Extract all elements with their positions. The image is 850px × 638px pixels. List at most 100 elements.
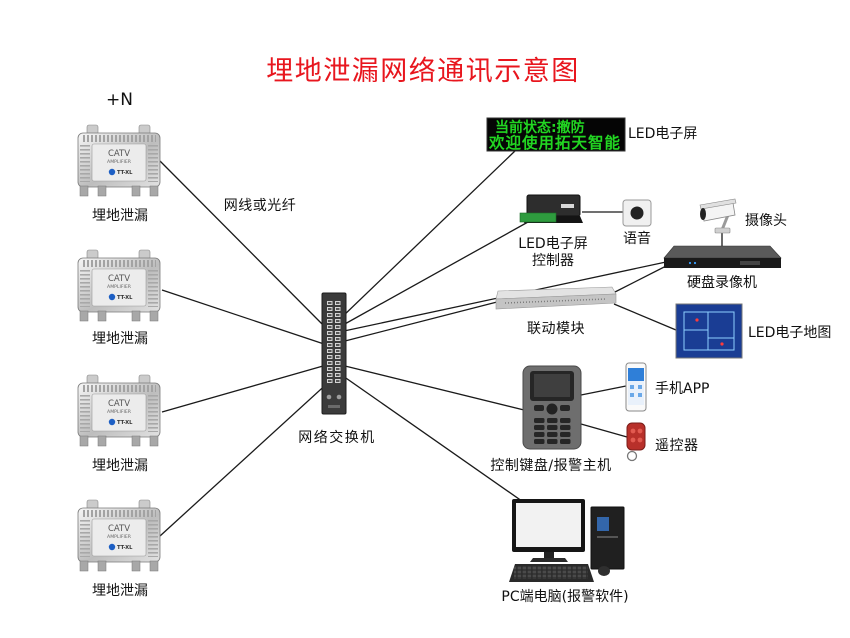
device-brand-text: CATV: [108, 399, 130, 409]
monitor-base: [530, 558, 568, 562]
host-screen: [534, 374, 570, 397]
camera-mount: [714, 227, 731, 234]
sensor-device-3: CATV AMPLIFIER TT-XL: [77, 374, 161, 447]
link-switch-linkage-module: [344, 301, 498, 342]
side-ribs: [80, 394, 90, 432]
device-brand-text: CATV: [108, 524, 130, 534]
speaker-cone: [630, 206, 644, 220]
cable-connector: [79, 560, 89, 572]
link-sensor-2-switch: [161, 289, 331, 347]
cable-connector: [97, 310, 107, 322]
cable-connector: [131, 310, 141, 322]
alarm-point: [720, 342, 724, 346]
device-model-text: AMPLIFIER: [107, 159, 132, 165]
device-brand-text: CATV: [108, 274, 130, 284]
led-screen-panel: [486, 117, 626, 152]
mouse: [598, 566, 610, 576]
sensor-label-3: 埋地泄漏: [92, 458, 148, 474]
keypad: [533, 417, 572, 445]
logo-icon: [108, 293, 116, 301]
side-ribs: [148, 144, 158, 182]
alarm-host: [522, 365, 582, 450]
app-icon: [638, 385, 642, 389]
link-linkage-led-map: [613, 303, 677, 331]
led-display-line-1: 当前状态:撤防: [495, 119, 585, 136]
camera-sunshield: [699, 198, 737, 210]
cable-label: 网线或光纤: [224, 198, 297, 214]
sensor-count-label: +N: [106, 90, 133, 110]
camera-lens: [700, 208, 706, 220]
nav-button: [546, 403, 558, 415]
led-map-panel: [675, 303, 743, 359]
link-linkage-dvr: [612, 261, 675, 294]
dvr-display: [740, 261, 760, 265]
side-ribs: [148, 394, 158, 432]
connection-lines: [159, 149, 723, 537]
keyboard-keys: [514, 566, 588, 579]
cable-connector: [131, 435, 141, 447]
remote-button: [630, 428, 636, 434]
network-switch: [321, 292, 347, 415]
linkage-module: [495, 286, 617, 310]
sensor-label-2: 埋地泄漏: [92, 331, 148, 347]
app-icon: [630, 385, 634, 389]
function-key: [560, 405, 570, 411]
link-switch-pc: [342, 375, 550, 521]
cooling-fins: [82, 385, 156, 392]
camera-bracket: [720, 214, 730, 231]
dvr-top: [663, 245, 782, 259]
mobile-app-label: 手机APP: [655, 381, 709, 397]
remote-button: [637, 437, 643, 443]
diagram-title: 埋地泄漏网络通讯示意图: [266, 56, 580, 87]
cable-connector: [149, 185, 159, 197]
monitor-screen: [516, 503, 581, 547]
logo-icon: [108, 168, 116, 176]
side-ribs: [148, 519, 158, 557]
link-sensor-4-switch: [159, 379, 332, 537]
remote-button: [630, 437, 636, 443]
link-switch-alarm-host: [344, 365, 525, 411]
led-screen: 当前状态:撤防 欢迎使用拓天智能: [486, 117, 626, 152]
app-icon: [638, 393, 642, 397]
pc-label: PC端电脑(报警软件): [501, 589, 628, 605]
speaker-label: 语音: [623, 230, 651, 247]
controller-port: [561, 204, 574, 208]
side-ribs: [80, 144, 90, 182]
app-header: [628, 368, 644, 381]
device-brand-text: CATV: [108, 149, 130, 159]
logo-icon: [108, 543, 116, 551]
tower-panel: [597, 517, 609, 531]
switch-port: [336, 394, 342, 400]
dvr-led: [693, 261, 697, 265]
side-ribs: [148, 269, 158, 307]
cable-connector: [79, 310, 89, 322]
link-sensor-1-switch: [159, 160, 332, 334]
link-host-remote: [580, 423, 628, 438]
remote-body: [626, 422, 646, 451]
dvr: [663, 245, 782, 268]
link-switch-led-controller: [342, 221, 529, 326]
dvr-front: [664, 258, 781, 268]
camera-label: 摄像头: [745, 213, 787, 229]
front-panel: [91, 393, 147, 432]
front-panel: [91, 518, 147, 557]
led-map: [675, 303, 743, 359]
device-model-text: AMPLIFIER: [107, 284, 132, 290]
remote-control: [626, 422, 646, 462]
sensor-label-4: 埋地泄漏: [92, 583, 148, 599]
device-model-text: AMPLIFIER: [107, 409, 132, 415]
led-map-label: LED电子地图: [748, 325, 831, 341]
side-ribs: [80, 519, 90, 557]
switch-label: 网络交换机: [298, 429, 376, 446]
cooling-fins: [82, 510, 156, 517]
device-logo-text: TT-XL: [117, 545, 133, 551]
sensor-device-1: CATV AMPLIFIER TT-XL: [77, 124, 161, 197]
floor-plan-outline: [683, 311, 735, 351]
device-logo-text: TT-XL: [117, 170, 133, 176]
switch-port: [326, 394, 332, 400]
front-panel: [91, 143, 147, 182]
cable-connector: [97, 185, 107, 197]
led-screen-label: LED电子屏: [628, 126, 697, 142]
device-logo-text: TT-XL: [117, 295, 133, 301]
function-key: [534, 405, 544, 411]
